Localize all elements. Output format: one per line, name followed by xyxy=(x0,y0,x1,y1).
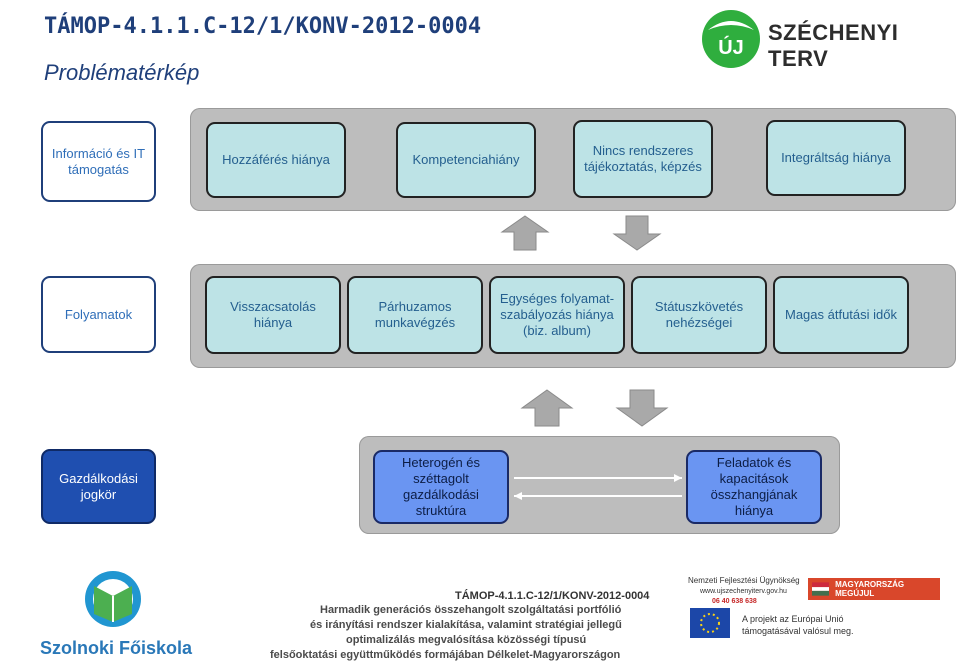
bidirectional-arrows-icon xyxy=(514,474,682,500)
problem-feedback: Visszacsatolás hiánya xyxy=(205,276,341,354)
arrow-down-icon xyxy=(615,389,669,427)
logo-text: SZÉCHENYI TERV xyxy=(768,20,899,71)
svg-text:ÚJ: ÚJ xyxy=(718,35,744,59)
problem-competence: Kompetenciahiány xyxy=(396,122,536,198)
problem-heterogeneous-structure: Heterogén és széttagolt gazdálkodási str… xyxy=(373,450,509,524)
arrow-down-icon xyxy=(612,215,662,251)
arrow-up-icon xyxy=(500,215,550,251)
footer-line-2: és irányítási rendszer kialakítása, vala… xyxy=(310,619,622,631)
school-name: Szolnoki Főiskola xyxy=(40,638,193,658)
problem-integration: Integráltság hiánya xyxy=(766,120,906,196)
hungary-text: MAGYARORSZÁG MEGÚJUL xyxy=(835,580,905,598)
footer: Szolnoki Főiskola TÁMOP-4.1.1.C-12/1/KON… xyxy=(0,556,960,666)
nfu-phone: 06 40 638 638 xyxy=(712,598,757,605)
eu-flag-icon xyxy=(690,608,730,638)
category-processes: Folyamatok xyxy=(41,276,156,353)
problem-training: Nincs rendszeres tájékoztatás, képzés xyxy=(573,120,713,198)
footer-project: TÁMOP-4.1.1.C-12/1/KONV-2012-0004 xyxy=(455,590,650,602)
category-financial-authority: Gazdálkodási jogkör xyxy=(41,449,156,524)
problem-status-tracking: Státuszkövetés nehézségei xyxy=(631,276,767,354)
problem-parallel-work: Párhuzamos munkavégzés xyxy=(347,276,483,354)
szechenyi-logo: ÚJ SZÉCHENYI TERV xyxy=(700,8,950,71)
footer-line-4: felsőoktatási együttműködés formájában D… xyxy=(270,649,621,661)
eu-text-2: támogatásával valósul meg. xyxy=(742,626,854,636)
nfu-url: www.ujszechenyiterv.gov.hu xyxy=(700,588,787,595)
page-subtitle: Problématérkép xyxy=(44,60,200,85)
hungary-flag-icon xyxy=(812,582,830,596)
problem-turnaround: Magas átfutási idők xyxy=(773,276,909,354)
problem-process-regulation: Egységes folyamat-szabályozás hiánya (bi… xyxy=(489,276,625,354)
hungary-banner: MAGYARORSZÁG MEGÚJUL xyxy=(808,578,940,600)
school-logo-icon xyxy=(85,571,141,627)
arrow-up-icon xyxy=(520,389,574,427)
nfu-name: Nemzeti Fejlesztési Ügynökség xyxy=(688,576,800,585)
category-info-it: Információ és IT támogatás xyxy=(41,121,156,202)
problem-access: Hozzáférés hiánya xyxy=(206,122,346,198)
footer-line-3: optimalizálás megvalósítása közösségi tí… xyxy=(346,634,587,646)
footer-line-1: Harmadik generációs összehangolt szolgál… xyxy=(320,604,622,616)
eu-text-1: A projekt az Európai Unió xyxy=(742,614,844,624)
szechenyi-logo-icon: ÚJ xyxy=(702,10,760,68)
page-title: TÁMOP-4.1.1.C-12/1/KONV-2012-0004 xyxy=(44,14,482,39)
problem-capacity-alignment: Feladatok és kapacitások összhangjának h… xyxy=(686,450,822,524)
